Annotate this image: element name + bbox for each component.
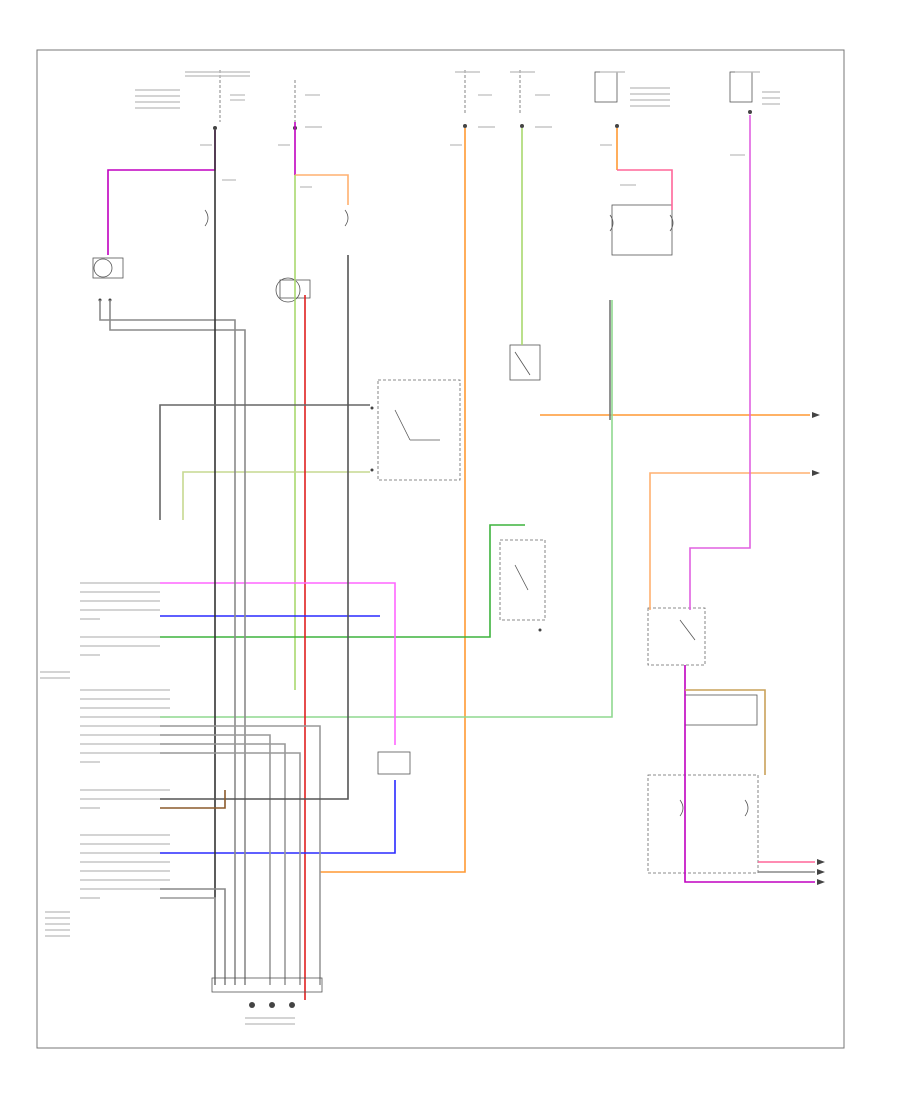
center-relay-box bbox=[370, 379, 461, 481]
wire-gray-connector-mid bbox=[160, 255, 349, 800]
label-stubs bbox=[135, 71, 780, 188]
wire-gray-relay bbox=[159, 404, 370, 520]
wire-yellow-green-mid bbox=[182, 471, 370, 520]
wire-blue-low bbox=[160, 780, 396, 854]
wire-gray-connector-bundle-3 bbox=[160, 752, 301, 985]
wire-gray-left-loop bbox=[99, 300, 236, 985]
wire-green-long bbox=[160, 300, 613, 718]
wire-violet-right-low bbox=[684, 665, 815, 883]
wire-gray-connector-low bbox=[160, 888, 226, 985]
wire-pink-connector bbox=[160, 582, 396, 745]
wire-gray-connector-bundle-5 bbox=[160, 897, 216, 985]
right-lamp-relay-box bbox=[509, 204, 674, 381]
wire-gray-connector-bundle-1 bbox=[160, 734, 271, 985]
wire-gray-left-2 bbox=[109, 300, 246, 985]
wire-gray-connector-bundle-4 bbox=[160, 725, 321, 985]
wire-brown-connector bbox=[160, 790, 226, 809]
wire-pink-right-top bbox=[617, 169, 673, 210]
center-switch-box bbox=[499, 539, 546, 632]
right-lower-module bbox=[647, 607, 759, 874]
wires bbox=[99, 115, 815, 1000]
wire-orange-vertical-center bbox=[320, 128, 466, 873]
center-splice-box bbox=[377, 751, 411, 775]
wire-orange-center-top bbox=[295, 174, 349, 205]
arrow-terminals bbox=[812, 412, 825, 885]
wire-violet-left bbox=[107, 130, 216, 255]
ground-splice bbox=[211, 977, 323, 1025]
diagram-frame bbox=[36, 49, 845, 1049]
left-lamp-group bbox=[92, 209, 349, 303]
wire-pink-right-vertical bbox=[689, 115, 751, 610]
wire-tan-right bbox=[685, 689, 766, 775]
wire-orange-right-low bbox=[649, 472, 810, 610]
wire-gray-connector-bundle-2 bbox=[160, 743, 286, 985]
left-connector-block bbox=[40, 582, 170, 937]
top-fuse-block-left bbox=[213, 70, 753, 130]
wire-green-connector bbox=[160, 524, 525, 638]
